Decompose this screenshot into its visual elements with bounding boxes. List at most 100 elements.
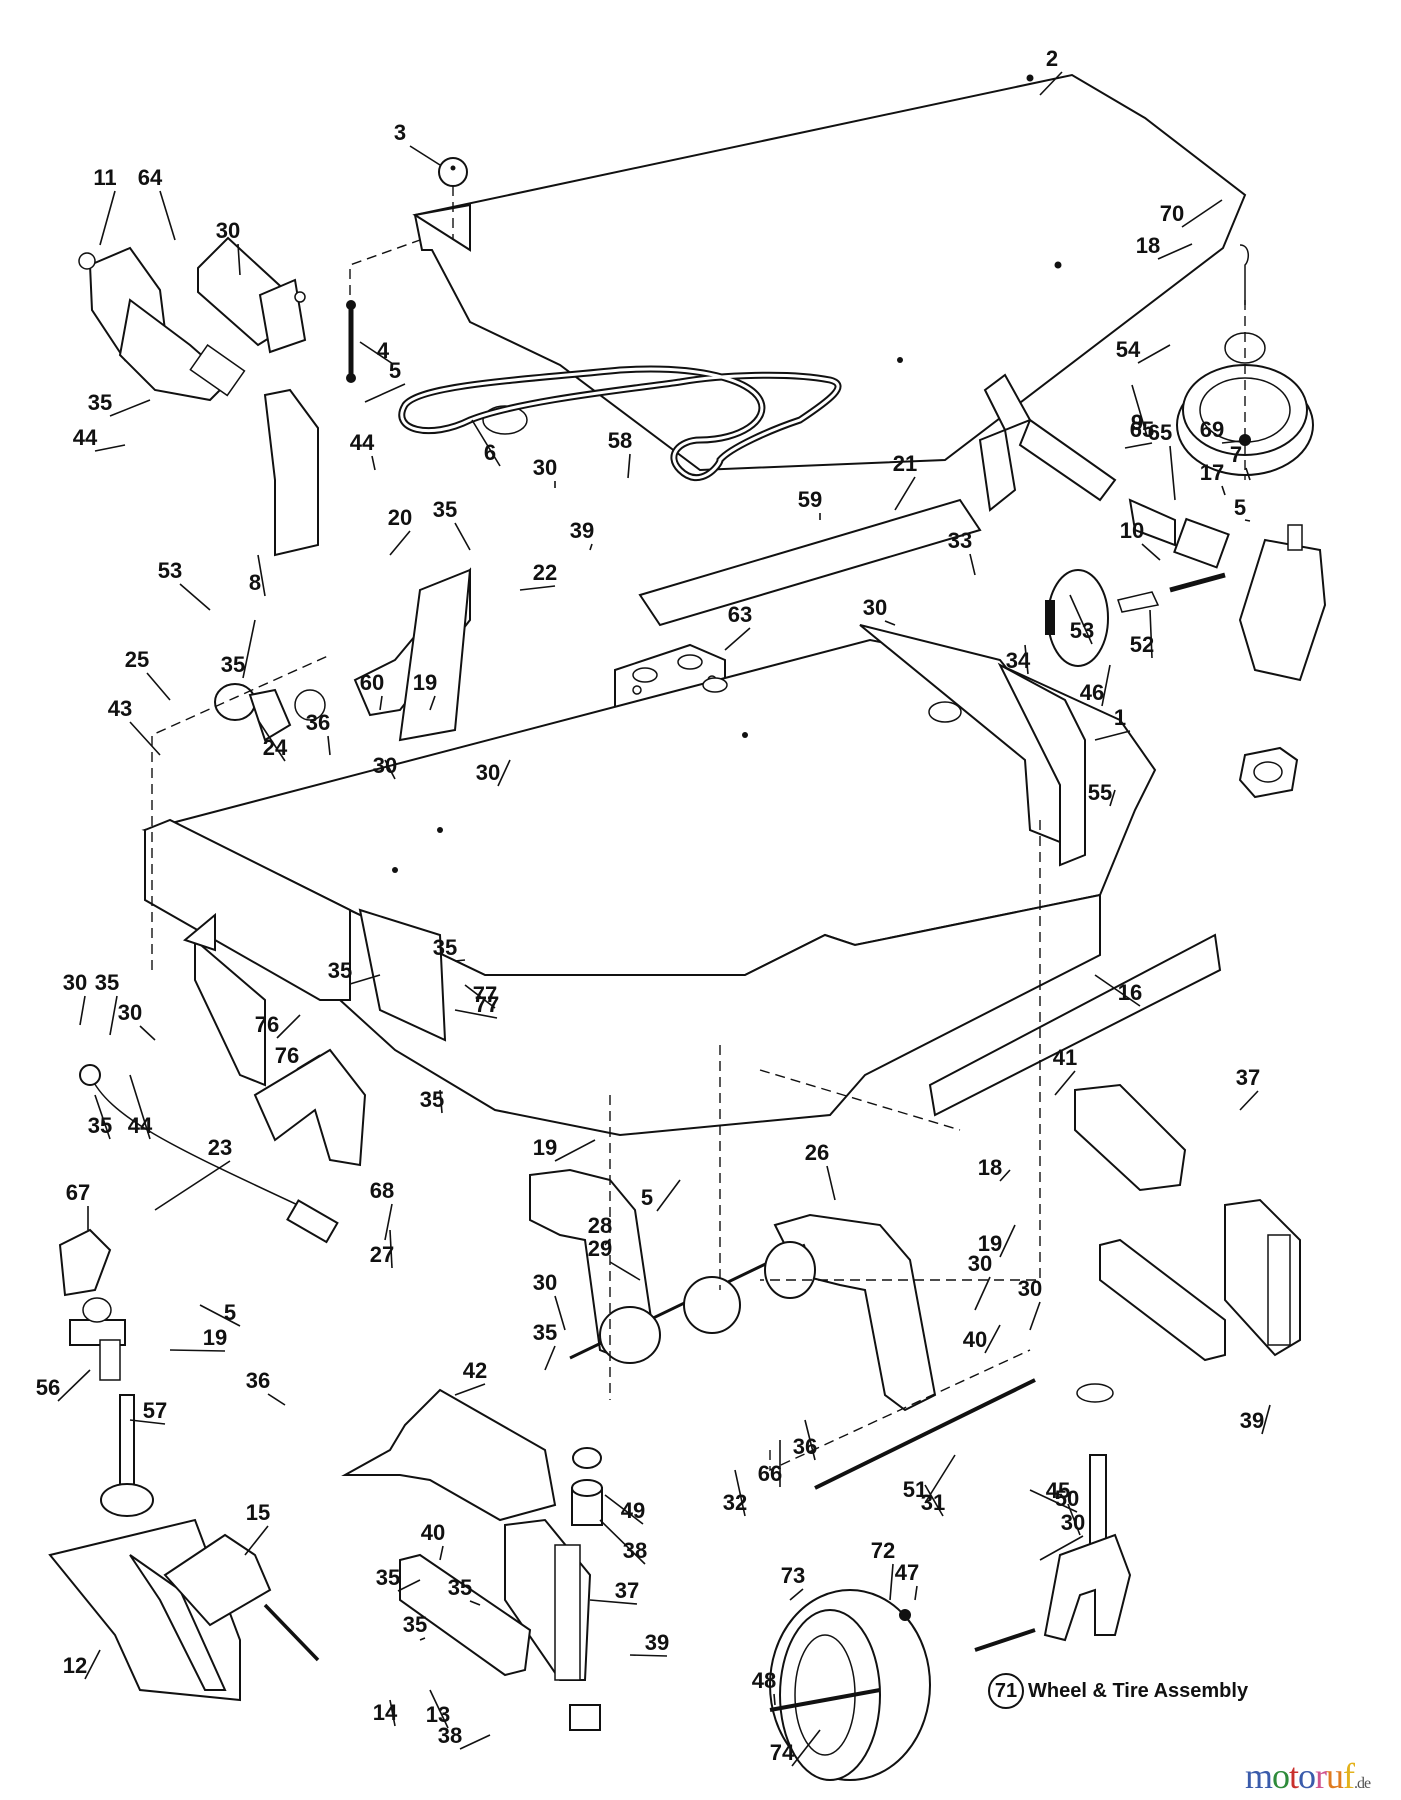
callout-leader-line: [589, 1599, 638, 1605]
callout-label: 30: [1018, 1276, 1042, 1301]
callout-label: 39: [570, 518, 594, 543]
part-lift-arm: [263, 388, 319, 557]
callout-label: 35: [448, 1575, 472, 1600]
callout-leader-line: [464, 984, 496, 1009]
callout-label: 53: [1070, 618, 1094, 643]
callout-leader-line: [609, 1261, 641, 1281]
callout-leader-line: [1131, 384, 1148, 437]
callout-label: 36: [306, 710, 330, 735]
callout-label: 9: [1131, 410, 1143, 435]
callout-leader-line: [109, 399, 151, 417]
callout-label: 24: [263, 735, 288, 760]
callout-label: 34: [1006, 648, 1031, 673]
callout-leader-line: [1221, 485, 1226, 496]
callout-leader-line: [1024, 644, 1029, 675]
callout-leader-line: [129, 1419, 166, 1425]
assembly-note-text: Wheel & Tire Assembly: [1028, 1679, 1249, 1702]
callout-label: 35: [533, 1320, 557, 1345]
callout-label: 76: [275, 1043, 299, 1068]
callout-label: 49: [621, 1498, 645, 1523]
part-height-pin: [58, 1228, 154, 1517]
callout-label: 40: [421, 1520, 445, 1545]
callout-label: 13: [426, 1702, 450, 1727]
callout-leader-line: [804, 1419, 816, 1461]
callout-label: 19: [203, 1325, 227, 1350]
callout-label: 45: [1046, 1478, 1070, 1503]
callout-leader-line: [1094, 974, 1141, 1007]
callout-leader-line: [1069, 594, 1093, 645]
callout-label: 26: [805, 1140, 829, 1165]
callout-leader-line: [1054, 1070, 1076, 1096]
callout-label: 43: [108, 696, 132, 721]
callout-leader-line: [454, 522, 471, 551]
callout-label: 30: [63, 970, 87, 995]
callout-leader-line: [497, 759, 511, 787]
callout-leader-line: [409, 145, 441, 166]
callout-leader-line: [914, 1585, 918, 1601]
callout-label: 33: [948, 528, 972, 553]
callout-label: 30: [1061, 1510, 1085, 1535]
callout-label: 36: [793, 1434, 817, 1459]
callout-leader-line: [999, 1169, 1011, 1182]
callout-leader-line: [999, 1224, 1016, 1258]
callout-label: 22: [533, 560, 557, 585]
callout-leader-line: [242, 619, 256, 679]
callout-label: 63: [728, 602, 752, 627]
callout-leader-line: [139, 1025, 156, 1041]
logo-letter: u: [1326, 1756, 1344, 1796]
callout-leader-line: [129, 1074, 151, 1140]
callout-leader-line: [359, 341, 394, 365]
callout-leader-line: [519, 585, 556, 591]
part-actuator: [78, 246, 246, 402]
callout-label: 1: [1114, 705, 1126, 730]
callout-label: 35: [433, 497, 457, 522]
callout-label: 30: [863, 595, 887, 620]
callout-label: 4: [377, 338, 390, 363]
callout-leader-line: [969, 553, 976, 576]
callout-label: 19: [413, 670, 437, 695]
callout-leader-line: [419, 1637, 426, 1641]
part-lift-shaft: [353, 428, 1017, 742]
callout-leader-line: [94, 444, 126, 452]
callout-leader-line: [429, 1689, 449, 1729]
callout-leader-line: [244, 1525, 269, 1556]
callout-leader-line: [169, 1349, 226, 1352]
callout-leader-line: [1149, 609, 1153, 659]
callout-label: 18: [1136, 233, 1160, 258]
callout-label: 35: [88, 390, 112, 415]
callout-label: 30: [118, 1000, 142, 1025]
callout-label: 19: [978, 1231, 1002, 1256]
callout-leader-line: [389, 1699, 396, 1727]
callout-leader-line: [1029, 1301, 1041, 1331]
callout-label: 40: [963, 1327, 987, 1352]
callout-label: 55: [1088, 780, 1112, 805]
callout-leader-line: [79, 995, 86, 1026]
callout-leader-line: [94, 1094, 111, 1140]
part-caster-bracket-left: [504, 1518, 592, 1681]
callout-label: 37: [1236, 1065, 1260, 1090]
callout-leader-line: [454, 959, 466, 962]
callout-leader-line: [1039, 71, 1063, 96]
callout-label: 73: [781, 1563, 805, 1588]
callout-leader-line: [544, 1345, 556, 1371]
part-rod-23: [79, 1064, 339, 1244]
callout-label: 44: [128, 1113, 153, 1138]
callout-leader-line: [1109, 789, 1116, 807]
part-bracket-42: [341, 1388, 557, 1522]
callout-leader-line: [454, 1383, 486, 1396]
callout-leader-line: [984, 1324, 1001, 1354]
part-idler: [1045, 569, 1109, 667]
callout-leader-line: [554, 1295, 566, 1331]
part-pivot-25: [214, 683, 326, 742]
part-spacer-bolt: [1117, 572, 1226, 613]
callout-label: 20: [388, 505, 412, 530]
callout-label: 3: [394, 120, 406, 145]
callout-leader-line: [439, 1089, 443, 1114]
callout-leader-line: [1039, 1535, 1084, 1561]
callout-label: 30: [476, 760, 500, 785]
callout-leader-line: [237, 243, 241, 276]
callout-label: 28: [588, 1213, 612, 1238]
part-main-deck: [141, 624, 1157, 1137]
callout-label: 56: [36, 1375, 60, 1400]
